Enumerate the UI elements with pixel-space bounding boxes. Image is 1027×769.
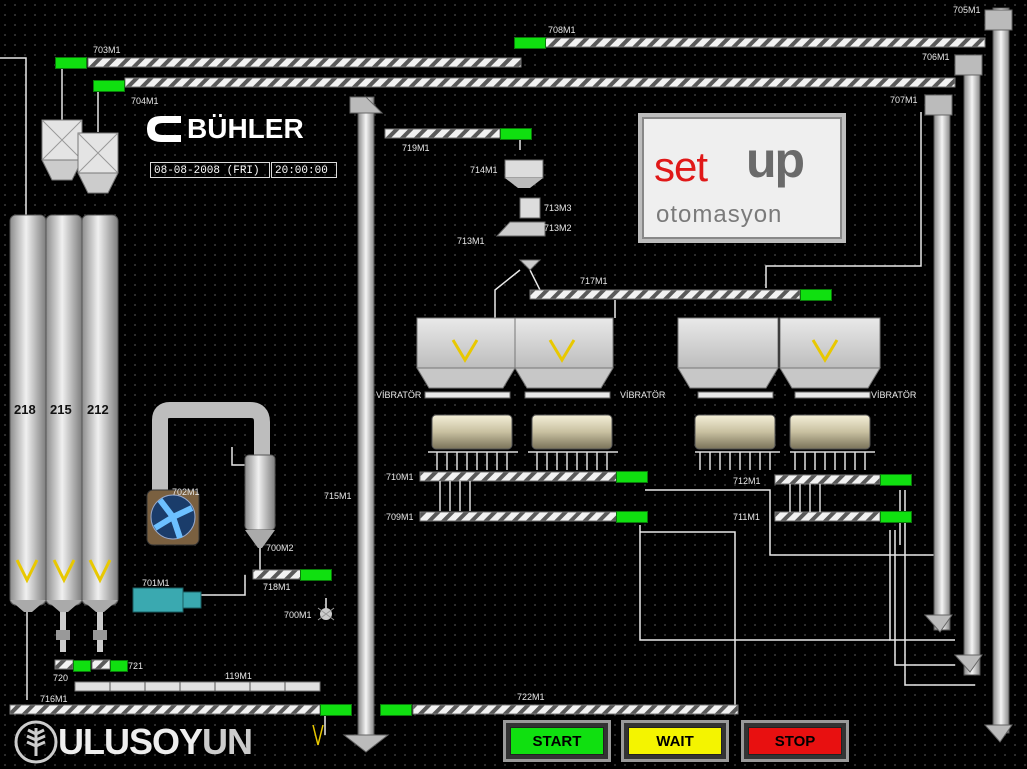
label-719M1: 719M1	[402, 143, 430, 153]
motor-716-indicator[interactable]	[320, 704, 352, 716]
label-715M1: 715M1	[324, 491, 352, 501]
silo-group	[9, 214, 119, 652]
label-718M1: 718M1	[263, 582, 291, 592]
motor-721-indicator[interactable]	[110, 660, 128, 672]
label-721: 721	[128, 661, 144, 671]
label-713M2: 713M2	[544, 223, 572, 233]
motor-719-indicator[interactable]	[500, 128, 532, 140]
roller-mills	[428, 414, 875, 512]
ulusoy-text: ULUSOY	[58, 721, 203, 762]
stop-button-label: STOP	[748, 727, 842, 755]
label-708M1: 708M1	[548, 25, 576, 35]
label-717M1: 717M1	[580, 276, 608, 286]
silo-215-label: 215	[50, 402, 72, 417]
elevator-707	[933, 94, 951, 631]
label-710M1: 710M1	[386, 472, 414, 482]
label-722M1: 722M1	[517, 692, 545, 702]
elevator-705	[992, 7, 1010, 734]
label-714M1: 714M1	[470, 165, 498, 175]
motor-711-indicator[interactable]	[880, 511, 912, 523]
label-701M1: 701M1	[142, 578, 170, 588]
pneumatic-system	[132, 402, 335, 746]
buhler-logo: BÜHLER	[143, 113, 333, 145]
label-711M1: 711M1	[733, 512, 760, 522]
elevator-706	[963, 54, 981, 676]
label-720: 720	[53, 673, 69, 683]
ulusoyun-logo: ULUSOY UN	[14, 718, 253, 766]
silo-212-label: 212	[87, 402, 109, 417]
label-705M1: 705M1	[953, 5, 981, 15]
wait-button[interactable]: WAIT	[621, 720, 729, 762]
motor-710-indicator[interactable]	[616, 471, 648, 483]
label-716M1: 716M1	[40, 694, 68, 704]
elevator-715	[357, 96, 375, 743]
motor-722-indicator[interactable]	[380, 704, 412, 716]
setup-logo-up: up	[746, 132, 805, 188]
silo-218-label: 218	[14, 402, 36, 417]
vibrator-label-3: VİBRATÖR	[871, 390, 917, 400]
buhler-logo-text: BÜHLER	[187, 113, 304, 144]
mill-bins	[416, 317, 881, 389]
feeder-bars	[424, 391, 871, 399]
setup-logo-otomasyon: otomasyon	[656, 201, 783, 228]
vibrator-label-1: VİBRATÖR	[376, 390, 422, 400]
motor-709-indicator[interactable]	[616, 511, 648, 523]
setup-logo-set: set	[654, 143, 708, 190]
label-707M1: 707M1	[890, 95, 918, 105]
sifter-713	[495, 159, 546, 271]
motor-720-indicator[interactable]	[73, 660, 91, 672]
label-709M1: 709M1	[386, 512, 414, 522]
motor-717-indicator[interactable]	[800, 289, 832, 301]
label-706M1: 706M1	[922, 52, 950, 62]
label-700M2: 700M2	[266, 543, 294, 553]
label-712M1: 712M1	[733, 476, 761, 486]
wait-button-label: WAIT	[628, 727, 722, 755]
label-713M1: 713M1	[457, 236, 485, 246]
motor-708-indicator[interactable]	[514, 37, 546, 49]
filter-units	[41, 119, 119, 194]
motor-704-indicator[interactable]	[93, 80, 125, 92]
vibrator-label-2: VİBRATÖR	[620, 390, 666, 400]
time-display: 20:00:00	[271, 162, 337, 178]
label-702M1: 702M1	[172, 487, 200, 497]
date-display: 08-08-2008 (FRI)	[150, 162, 270, 178]
motor-703-indicator[interactable]	[55, 57, 87, 69]
label-700M1: 700M1	[284, 610, 312, 620]
motor-718-indicator[interactable]	[300, 569, 332, 581]
motor-712-indicator[interactable]	[880, 474, 912, 486]
label-119M1: 119M1	[225, 671, 252, 681]
label-704M1: 704M1	[131, 96, 159, 106]
start-button[interactable]: START	[503, 720, 611, 762]
label-703M1: 703M1	[93, 45, 121, 55]
setup-otomasyon-logo: set up otomasyon	[638, 113, 846, 243]
wheat-icon	[14, 720, 58, 764]
start-button-label: START	[510, 727, 604, 755]
label-713M3: 713M3	[544, 203, 572, 213]
un-text: UN	[202, 721, 253, 762]
stop-button[interactable]: STOP	[741, 720, 849, 762]
